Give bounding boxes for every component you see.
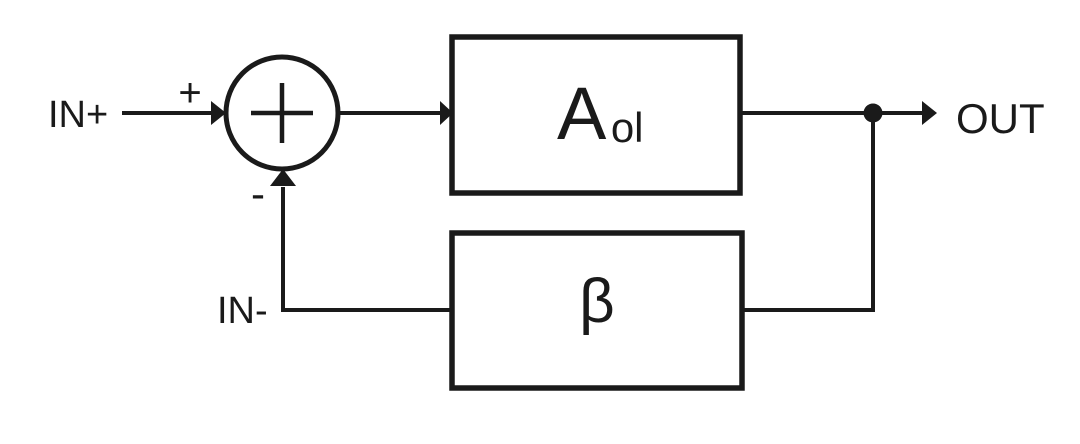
amplifier-label: A ol: [557, 72, 644, 155]
amplifier-label-main: A: [557, 72, 607, 155]
input-positive-label: IN+: [48, 94, 108, 136]
diagram-fills: [211, 101, 937, 186]
feedback-to-sum-path: [281, 187, 452, 312]
amplifier-input-arrowhead-icon: [440, 101, 453, 125]
diagram-labels: IN+ + - IN- A ol β OUT: [48, 71, 1045, 336]
diagram-strokes: [122, 34, 923, 391]
input-negative-label: IN-: [217, 290, 268, 332]
output-arrowhead-icon: [922, 101, 937, 125]
output-to-feedback-path: [742, 113, 875, 312]
summing-plus-sign-label: +: [178, 71, 201, 115]
feedback-arrowhead-icon: [270, 169, 296, 186]
summing-minus-sign-label: -: [251, 170, 265, 217]
output-node-dot: [863, 103, 883, 123]
output-label: OUT: [956, 95, 1045, 142]
input-arrowhead-icon: [211, 101, 226, 125]
amplifier-label-subscript: ol: [611, 104, 644, 151]
feedback-label: β: [579, 267, 615, 336]
